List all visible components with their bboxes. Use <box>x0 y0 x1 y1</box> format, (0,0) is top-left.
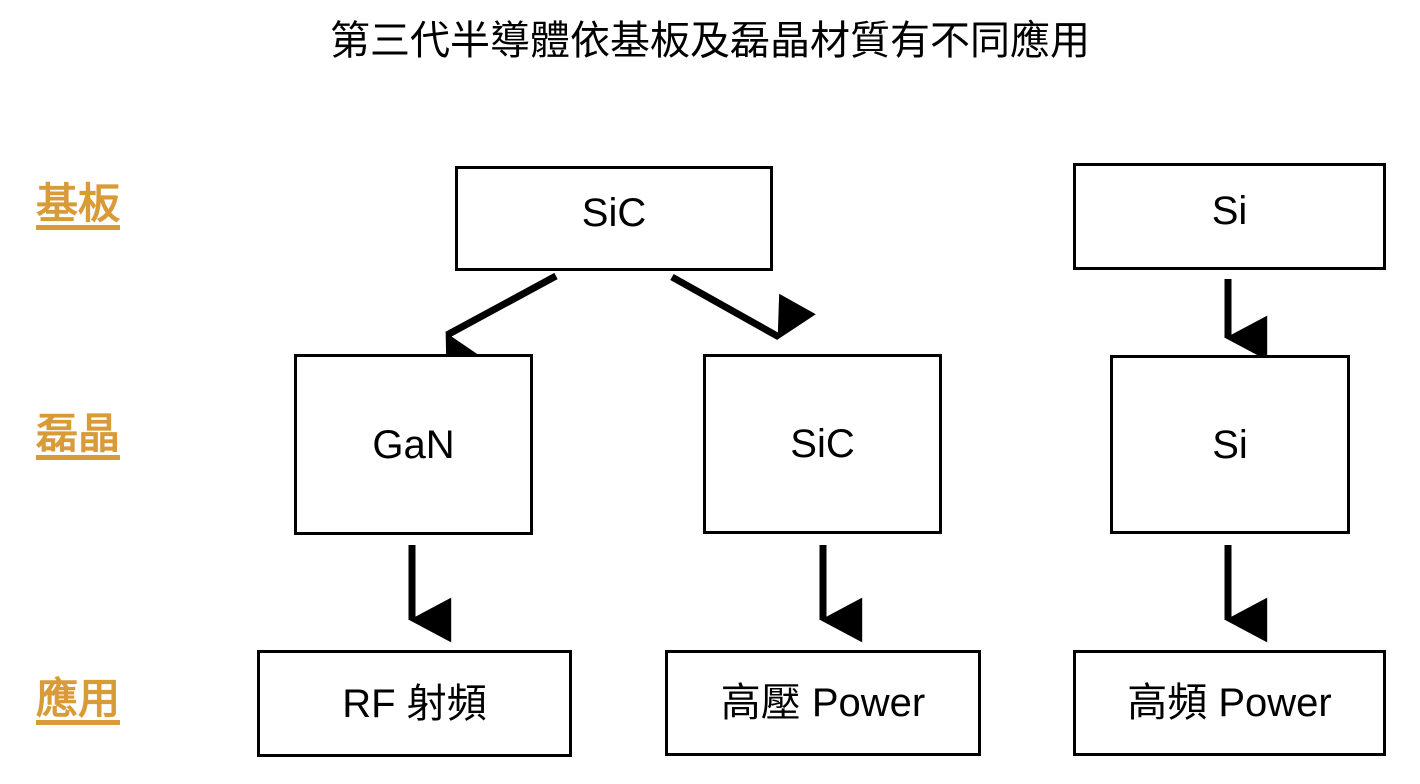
node-box-app-rf[interactable]: RF 射頻 <box>257 650 572 757</box>
node-label: GaN <box>372 422 455 467</box>
node-box-epi-sic[interactable]: SiC <box>703 354 942 534</box>
arrow-substrate-sic-to-epi-sic <box>670 273 816 341</box>
page-title: 第三代半導體依基板及磊晶材質有不同應用 <box>330 19 1090 63</box>
node-label: 高頻 Power <box>1127 681 1332 725</box>
row-label-substrate: 基板 <box>36 180 121 227</box>
node-box-epi-gan[interactable]: GaN <box>294 354 533 535</box>
node-box-substrate-si[interactable]: Si <box>1073 163 1386 270</box>
node-label: SiC <box>581 190 647 235</box>
node-box-app-hv-power[interactable]: 高壓 Power <box>665 650 981 756</box>
node-box-epi-si[interactable]: Si <box>1110 355 1350 534</box>
row-label-epitaxy: 磊晶 <box>36 410 121 457</box>
node-label: Si <box>1211 188 1248 233</box>
row-label-application: 應用 <box>36 675 121 722</box>
node-label: RF 射頻 <box>342 681 487 726</box>
node-box-substrate-sic[interactable]: SiC <box>455 166 773 271</box>
node-label: SiC <box>790 422 855 466</box>
arrow-substrate-sic-to-epi-gan <box>445 272 558 379</box>
node-box-app-hf-power[interactable]: 高頻 Power <box>1073 650 1386 756</box>
node-label: 高壓 Power <box>720 681 926 725</box>
node-label: Si <box>1212 422 1248 467</box>
